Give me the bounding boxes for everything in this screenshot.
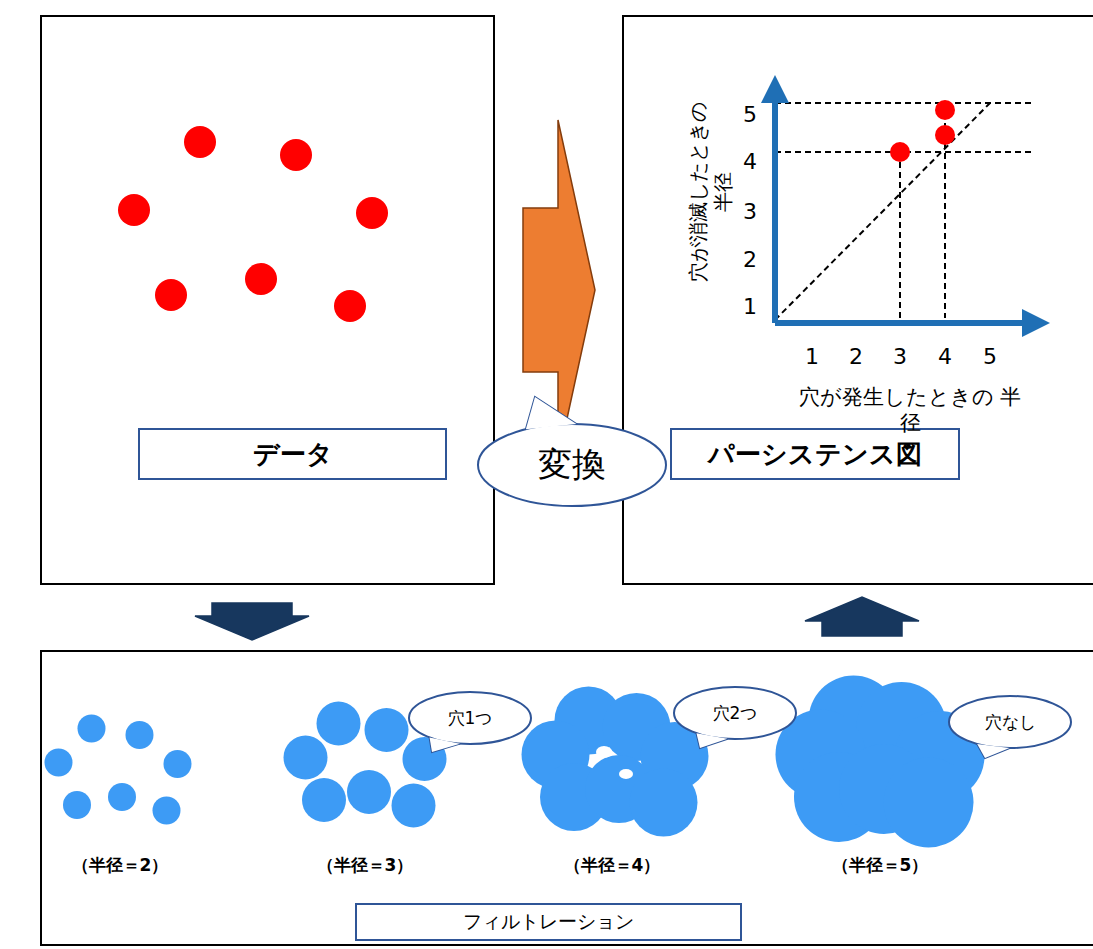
diagonal-line — [775, 103, 990, 320]
dashed-guide — [775, 102, 1032, 104]
panel-label-box: パーシステンス図 — [670, 428, 960, 480]
y-tick: 3 — [743, 198, 757, 226]
axis-arrowhead — [1022, 309, 1050, 337]
ball — [108, 783, 136, 811]
ball — [164, 750, 192, 778]
y-tick: 2 — [743, 246, 757, 274]
x-tick: 4 — [938, 343, 952, 371]
ball — [63, 791, 91, 819]
bubble-ellipse — [949, 696, 1071, 748]
radius-label: （半径＝5） — [832, 855, 929, 876]
hole — [596, 746, 612, 758]
radius-label: （半径＝4） — [564, 855, 661, 876]
x-tick: 2 — [849, 343, 863, 371]
bubble-tail — [526, 397, 577, 429]
bubble-tail-fill — [977, 744, 1009, 758]
ball-union — [776, 676, 985, 848]
panel-label-box: フィルトレーション — [355, 903, 742, 941]
data-point — [356, 197, 388, 229]
x-axis — [775, 320, 1025, 326]
bubble-text: 変換 — [538, 442, 606, 488]
panel-frame: フィルトレーション 穴1つ 穴2つ 穴なし — [40, 650, 1093, 946]
ball — [392, 784, 436, 828]
axis-arrowhead — [761, 75, 789, 103]
data-point — [118, 194, 150, 226]
ball — [78, 715, 106, 743]
panel-title: フィルトレーション — [463, 909, 634, 935]
filtration-stages — [45, 676, 985, 848]
bubble-tail-fill — [430, 737, 460, 752]
ball — [45, 749, 73, 777]
panel-title: データ — [253, 437, 333, 472]
persistence-point — [935, 100, 955, 120]
ball — [347, 770, 391, 814]
x-tick: 3 — [893, 343, 907, 371]
bubble-ellipse — [409, 692, 531, 744]
bubble-text: 穴1つ — [448, 707, 493, 730]
ball — [302, 778, 346, 822]
data-point — [155, 279, 187, 311]
data-point — [184, 126, 216, 158]
y-axis — [772, 100, 778, 323]
x-axis-title: 穴が発生したときの 半径 — [795, 384, 1025, 437]
ball — [153, 797, 181, 825]
panel-label-box: データ — [138, 428, 447, 480]
data-point — [334, 290, 366, 322]
bubble-text: 穴2つ — [713, 702, 758, 725]
y-axis-title: 穴が消滅したときの 半径 — [686, 92, 736, 292]
bubble-ellipse — [478, 424, 666, 506]
block-arrow — [195, 603, 309, 640]
persistence-point — [935, 125, 955, 145]
panel-frame: パーシステンス図 — [622, 15, 1093, 585]
y-tick: 4 — [743, 148, 757, 176]
block-arrow — [523, 120, 595, 460]
ball — [630, 769, 698, 837]
x-tick: 5 — [983, 343, 997, 371]
panel-frame: データ — [40, 15, 495, 585]
y-tick: 1 — [743, 293, 757, 321]
persistence-chart — [761, 75, 1050, 337]
dashed-guide — [899, 152, 901, 318]
radius-label: （半径＝2） — [72, 855, 169, 876]
x-tick: 1 — [805, 343, 819, 371]
panel-title: パーシステンス図 — [708, 437, 922, 472]
ball-union — [45, 715, 192, 825]
ball — [884, 758, 974, 848]
speech-bubble: 変換 — [477, 423, 667, 507]
speech-bubble: 穴1つ — [408, 691, 532, 745]
data-points — [118, 126, 388, 322]
bubble-text: 穴なし — [985, 711, 1036, 734]
radius-label: （半径＝3） — [317, 855, 414, 876]
persistence-point — [890, 142, 910, 162]
bubble-ellipse — [674, 687, 796, 739]
ball — [317, 702, 361, 746]
bubble-tail-fill — [526, 397, 577, 429]
block-arrow — [805, 597, 919, 636]
ball — [365, 708, 409, 752]
ball — [284, 736, 328, 780]
hole — [619, 769, 633, 779]
ball — [126, 721, 154, 749]
speech-bubble: 穴2つ — [673, 686, 797, 740]
data-point — [245, 263, 277, 295]
speech-bubble: 穴なし — [948, 695, 1072, 749]
data-point — [280, 139, 312, 171]
y-tick: 5 — [743, 101, 757, 129]
bubble-tail-fill — [697, 733, 728, 748]
